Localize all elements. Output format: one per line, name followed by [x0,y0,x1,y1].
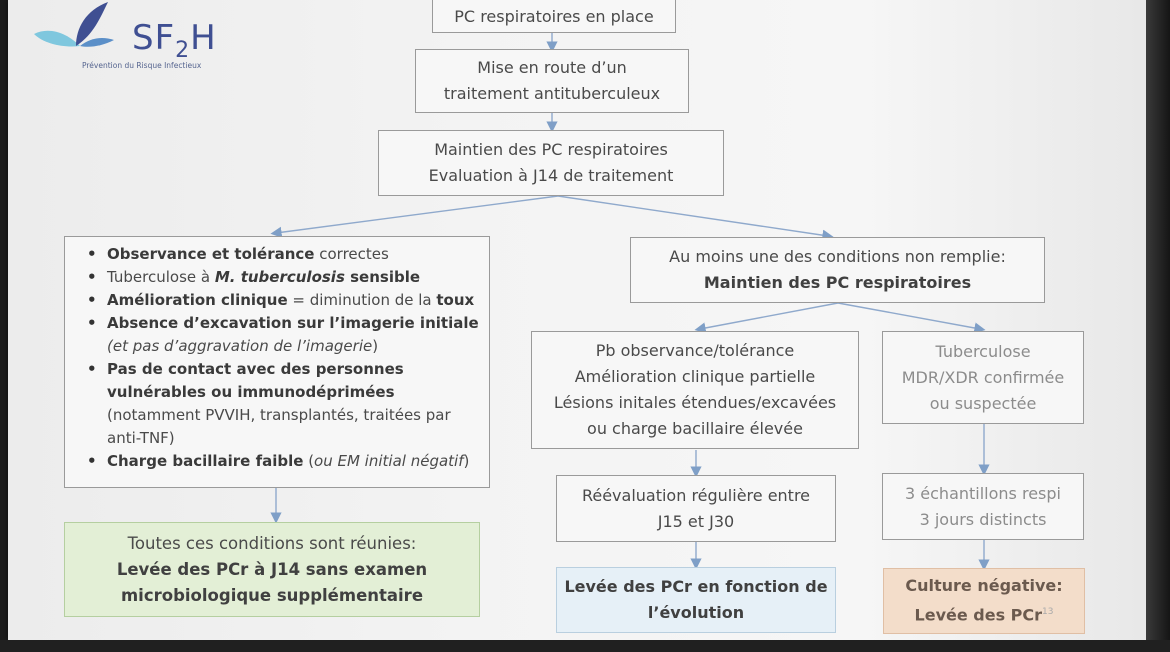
condition-text-part: ou EM initial négatif [314,452,464,470]
branch-a-issue-2: Amélioration clinique partielle [574,367,816,386]
butterfly-logo-icon [34,2,114,47]
condition-item: Tuberculose à M. tuberculosis sensible [85,266,481,289]
condition-item: Charge bacillaire faible (ou EM initial … [85,450,481,473]
branch-b-result-text: Levée des PCr [914,605,1043,625]
condition-text-part: M. tuberculosis [214,268,345,286]
all-met-line3: microbiologique supplémentaire [120,585,424,605]
condition-text-part: ) [463,452,470,470]
reeval-line1: Réévaluation régulière entre [581,485,811,505]
branch-a-issues-box: Pb observance/tolérance Amélioration cli… [531,331,859,449]
condition-not-met-box: Au moins une des conditions non remplie:… [630,237,1045,303]
samples-box: 3 échantillons respi 3 jours distincts [882,473,1084,540]
flow-arrows [270,33,990,571]
condition-line: Absence d’excavation sur l’imagerie init… [107,312,481,335]
logo-name: SF2H [132,18,217,63]
samples-line2: 3 jours distincts [919,509,1047,529]
not-met-line2: Maintien des PC respiratoires [703,273,972,292]
all-met-line2: Levée des PCr à J14 sans examen [116,559,428,579]
sf2h-logo: SF2H Prévention du Risque Infectieux [30,0,220,80]
arrow-notmet-brancha [694,302,839,334]
condition-line: Charge bacillaire faible (ou EM initial … [107,450,481,473]
not-met-line1: Au moins une des conditions non remplie: [669,247,1006,266]
condition-item: Pas de contact avec des personnes vulnéra… [85,358,481,450]
branch-b-issue-3: ou suspectée [929,393,1037,413]
conditions-list-box: Observance et tolérance correctesTubercu… [64,236,490,488]
step2-line2: traitement antituberculeux [443,84,661,103]
condition-item: Observance et tolérance correctes [85,243,481,266]
footnote-ref: 13 [1042,607,1054,618]
arrow-step3-notmet [557,195,834,241]
step-pc-in-place: PC respiratoires en place [432,0,676,33]
all-met-line1: Toutes ces conditions sont réunies: [127,533,417,553]
condition-text-part: Pas de contact avec des personnes [107,360,404,378]
condition-text-part: Observance et tolérance [107,245,315,263]
condition-line: Pas de contact avec des personnes [107,358,481,381]
condition-text-part: correctes [314,245,389,263]
condition-text-part: Amélioration clinique [107,291,288,309]
condition-text-part: = diminution de la [287,291,437,309]
reeval-line2: J15 et J30 [657,511,735,531]
arrow-notmet-branchb [837,302,986,334]
reevaluation-box: Réévaluation régulière entre J15 et J30 [556,475,836,542]
screen-edge-right [1146,0,1170,652]
step-maintain-evaluate: Maintien des PC respiratoires Evaluation… [378,130,724,196]
branch-a-result-box: Levée des PCr en fonction de l’évolution [556,567,836,633]
branch-b-result-line2: Levée des PCr13 [915,599,1054,628]
conditions-list: Observance et tolérance correctesTubercu… [85,243,481,473]
condition-text-part: Absence d’excavation sur l’imagerie init… [107,314,479,332]
step-start-treatment: Mise en route d’un traitement antituberc… [415,49,689,113]
condition-text-part: ( [303,452,315,470]
branch-b-issue-1: Tuberculose [935,341,1031,361]
all-conditions-met-box: Toutes ces conditions sont réunies: Levé… [64,522,480,617]
step3-line2: Evaluation à J14 de traitement [428,166,674,185]
condition-text-part: anti-TNF) [107,429,175,447]
condition-text-part: Charge bacillaire faible [107,452,304,470]
condition-line: Amélioration clinique = diminution de la… [107,289,481,312]
branch-a-result-line1: Levée des PCr en fonction de [564,577,828,596]
condition-text-part: vulnérables ou immunodéprimées [107,383,395,401]
slide: SF2H Prévention du Risque Infectieux PC … [8,0,1146,640]
branch-b-issue-2: MDR/XDR confirmée [901,367,1065,387]
branch-a-issue-3: Lésions initales étendues/excavées [553,393,837,412]
samples-line1: 3 échantillons respi [905,483,1061,503]
logo-tagline: Prévention du Risque Infectieux [82,61,202,70]
condition-line: vulnérables ou immunodéprimées [107,381,481,404]
branch-b-issues-box: Tuberculose MDR/XDR confirmée ou suspect… [882,331,1084,424]
branch-a-issue-1: Pb observance/tolérance [595,341,795,360]
condition-line: (notamment PVVIH, transplantés, traitées… [107,404,481,427]
step1-text: PC respiratoires en place [454,6,654,26]
condition-text-part: Tuberculose à [107,268,215,286]
step2-line1: Mise en route d’un [477,58,627,77]
condition-text-part: sensible [344,268,421,286]
condition-line: (et pas d’aggravation de l’imagerie) [107,335,481,358]
screen-edge-bottom [0,640,1170,652]
condition-item: Absence d’excavation sur l’imagerie init… [85,312,481,358]
branch-b-result-box: Culture négative: Levée des PCr13 [883,568,1085,634]
condition-text-part: ) [372,337,379,355]
condition-text-part: toux [436,291,475,309]
branch-a-result-line2: l’évolution [647,603,745,622]
condition-text-part: (et pas d’aggravation de l’imagerie [107,337,373,355]
branch-a-issue-4: ou charge bacillaire élevée [587,419,803,438]
condition-line: anti-TNF) [107,427,481,450]
condition-line: Observance et tolérance correctes [107,243,481,266]
arrow-step3-conditions [270,195,559,238]
condition-line: Tuberculose à M. tuberculosis sensible [107,266,481,289]
condition-item: Amélioration clinique = diminution de la… [85,289,481,312]
branch-b-result-line1: Culture négative: [905,576,1063,596]
condition-text-part: (notamment PVVIH, transplantés, traitées… [107,406,451,424]
step3-line1: Maintien des PC respiratoires [434,140,668,159]
